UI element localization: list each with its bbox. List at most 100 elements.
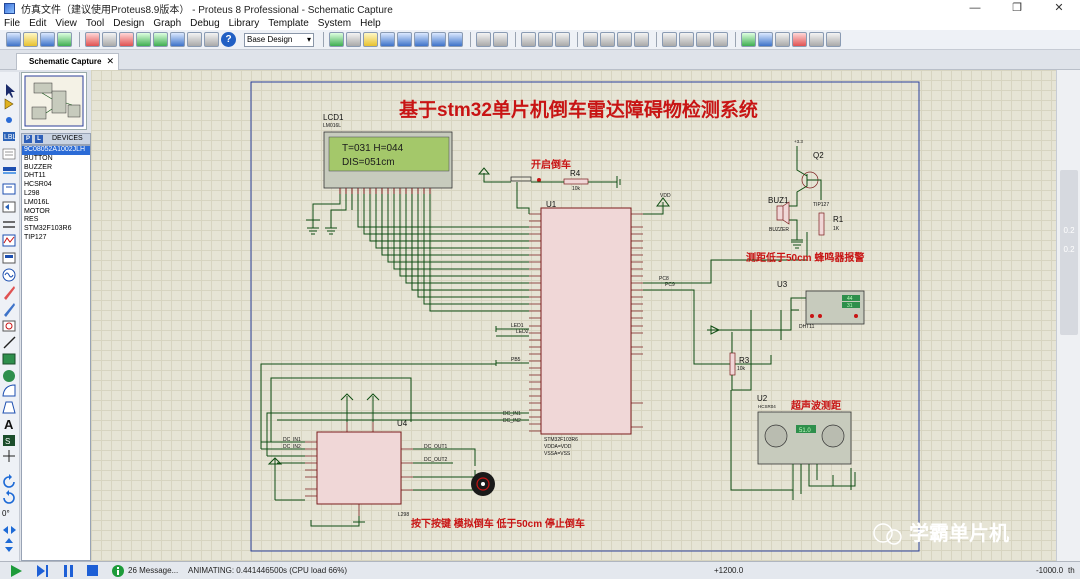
cut-icon[interactable] [521, 32, 536, 47]
component-mode-icon[interactable] [4, 98, 14, 110]
pan-icon[interactable] [380, 32, 395, 47]
copy-icon[interactable] [538, 32, 553, 47]
device-item[interactable]: BUTTON [24, 154, 53, 162]
device-item[interactable]: STM32F103R6 [24, 225, 72, 233]
rotate-clockwise-icon[interactable] [3, 474, 15, 488]
origin-icon[interactable] [363, 32, 378, 47]
maximize-button[interactable]: ❐ [1012, 2, 1022, 14]
mirror-x-icon[interactable] [3, 526, 16, 534]
rotate-anticlockwise-icon[interactable] [3, 490, 15, 504]
selection-mode-icon[interactable] [6, 84, 15, 98]
decompose-icon[interactable] [713, 32, 728, 47]
zoom-in-icon[interactable] [397, 32, 412, 47]
schematic-icon[interactable] [102, 32, 117, 47]
source-code-icon[interactable] [204, 32, 219, 47]
design-explorer-icon[interactable] [170, 32, 185, 47]
sub-circuit-icon[interactable] [2, 183, 16, 195]
messages-count[interactable]: 26 Message... [128, 566, 179, 575]
2d-line-icon[interactable] [3, 336, 16, 349]
stop-button[interactable] [86, 565, 99, 577]
virtual-instruments-icon[interactable] [2, 320, 16, 332]
electrical-rule-check-icon[interactable] [792, 32, 807, 47]
graph-icon[interactable] [2, 234, 16, 247]
toggle-grid-icon[interactable] [346, 32, 361, 47]
device-item[interactable]: 9C08052A1002JLH [22, 146, 90, 155]
zoom-area-icon[interactable] [448, 32, 463, 47]
zoom-all-icon[interactable] [431, 32, 446, 47]
junction-dot-icon[interactable] [6, 117, 12, 123]
gerber-icon[interactable] [153, 32, 168, 47]
property-assignment-icon[interactable] [775, 32, 790, 47]
menu-tool[interactable]: Tool [85, 17, 105, 29]
undo-icon[interactable] [476, 32, 491, 47]
2d-circle-icon[interactable] [3, 370, 15, 382]
make-device-icon[interactable] [679, 32, 694, 47]
buzzer-symbol[interactable] [776, 201, 790, 225]
search-tag-icon[interactable] [758, 32, 773, 47]
block-move-icon[interactable] [600, 32, 615, 47]
zoom-out-icon[interactable] [414, 32, 429, 47]
device-item[interactable]: TIP127 [24, 233, 47, 241]
pick-devices-button[interactable]: P [24, 135, 32, 143]
terminals-icon[interactable] [2, 201, 16, 213]
tape-recorder-icon[interactable] [2, 252, 16, 264]
mirror-y-icon[interactable] [5, 538, 13, 552]
device-pins-icon[interactable] [3, 221, 15, 228]
block-copy-icon[interactable] [583, 32, 598, 47]
r1-resistor[interactable] [818, 212, 825, 236]
menu-edit[interactable]: Edit [29, 17, 47, 29]
open-folder-icon[interactable] [23, 32, 38, 47]
netlist-icon[interactable] [809, 32, 824, 47]
close-tab-icon[interactable]: ✕ [106, 56, 114, 66]
play-button[interactable] [10, 565, 23, 577]
menu-system[interactable]: System [317, 17, 352, 29]
close-window-button[interactable]: ✕ [1054, 2, 1064, 14]
2d-symbol-icon[interactable]: S [3, 435, 15, 446]
device-item[interactable]: HCSR04 [24, 181, 52, 189]
r4-resistor[interactable] [563, 178, 589, 185]
menu-template[interactable]: Template [268, 17, 309, 29]
step-button[interactable] [36, 565, 49, 577]
2d-arc-icon[interactable] [2, 384, 16, 397]
help-icon[interactable]: ? [221, 32, 236, 47]
device-item[interactable]: DHT11 [24, 172, 46, 180]
device-item[interactable]: BUZZER [24, 163, 52, 171]
device-item[interactable]: L298 [24, 189, 40, 197]
new-file-icon[interactable] [6, 32, 21, 47]
overview-window[interactable] [21, 72, 87, 130]
device-item[interactable]: MOTOR [24, 207, 50, 215]
generator-icon[interactable] [2, 268, 16, 282]
menu-design[interactable]: Design [113, 17, 145, 29]
rotation-value[interactable]: 0° [2, 509, 10, 518]
buses-icon[interactable] [3, 167, 16, 174]
block-rotate-icon[interactable] [617, 32, 632, 47]
block-delete-icon[interactable] [634, 32, 649, 47]
reverse-button[interactable] [510, 176, 532, 182]
r3-resistor[interactable] [729, 352, 736, 376]
tab-schematic-capture[interactable]: Schematic Capture ✕ [16, 53, 119, 70]
scroll-thumb[interactable]: 0.2 0.2 [1060, 170, 1078, 335]
l298-driver[interactable] [316, 431, 402, 505]
device-item[interactable]: LM016L [24, 198, 50, 206]
menu-library[interactable]: Library [228, 17, 260, 29]
vertical-scrollbar[interactable]: 0.2 0.2 [1056, 70, 1080, 561]
2d-markers-icon[interactable] [3, 450, 15, 462]
menu-debug[interactable]: Debug [190, 17, 220, 29]
schematic-canvas[interactable]: 基于stm32单片机倒车雷达障碍物检测系统 LCD1 LM016L T=031 … [91, 70, 1056, 561]
menu-help[interactable]: Help [360, 17, 381, 29]
home-icon[interactable] [85, 32, 100, 47]
wire-autorouter-icon[interactable] [741, 32, 756, 47]
2d-text-icon[interactable]: A [4, 417, 14, 432]
import-icon[interactable] [57, 32, 72, 47]
bill-of-materials-icon[interactable] [187, 32, 202, 47]
design-notes-icon[interactable] [826, 32, 841, 47]
menu-graph[interactable]: Graph [153, 17, 182, 29]
save-icon[interactable] [40, 32, 55, 47]
redo-icon[interactable] [493, 32, 508, 47]
text-script-icon[interactable] [2, 148, 16, 160]
refresh-icon[interactable] [329, 32, 344, 47]
design-style-select[interactable]: Base Design [244, 32, 314, 47]
3d-viewer-icon[interactable] [136, 32, 151, 47]
menu-view[interactable]: View [55, 17, 77, 29]
paste-icon[interactable] [555, 32, 570, 47]
